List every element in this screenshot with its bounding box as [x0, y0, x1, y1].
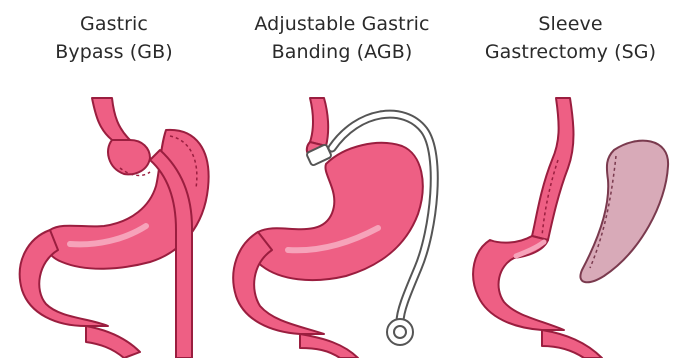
- gastric-band-stomach-icon: [228, 0, 456, 358]
- gastric-banding-panel: Adjustable Gastric Banding (AGB): [228, 0, 456, 358]
- sleeve-gastrectomy-panel: Sleeve Gastrectomy (SG): [456, 0, 685, 358]
- gastric-bypass-panel: Gastric Bypass (GB): [0, 0, 228, 358]
- sleeve-gastrectomy-stomach-icon: [456, 0, 685, 358]
- gastric-bypass-stomach-icon: [0, 0, 228, 358]
